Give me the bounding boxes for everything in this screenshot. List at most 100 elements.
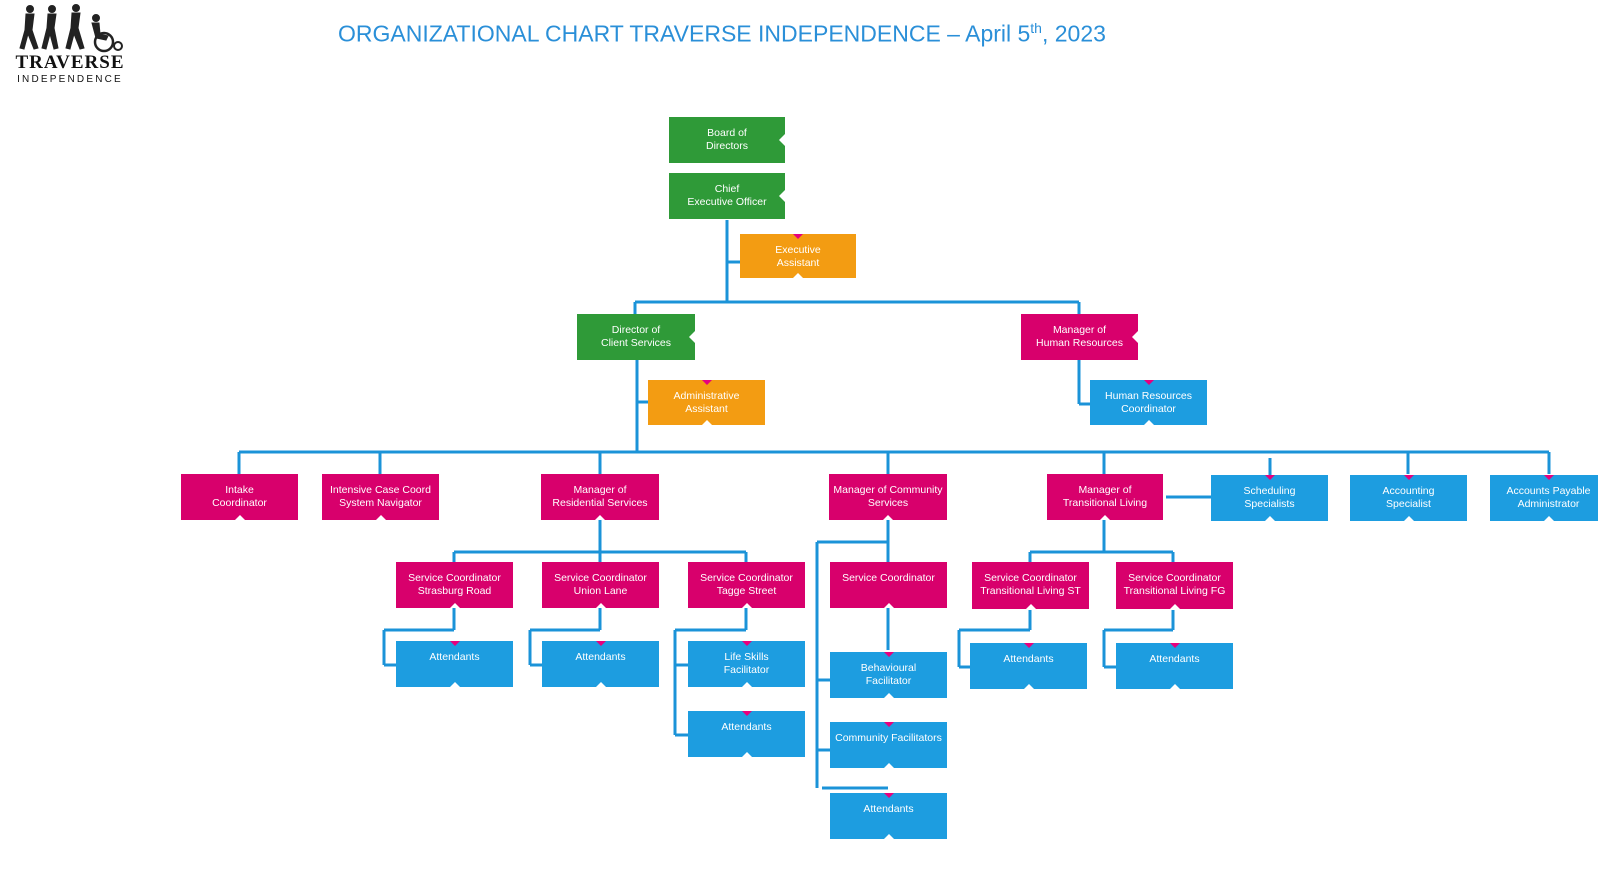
connector-notch-top-icon xyxy=(449,641,460,646)
org-node-label: Union Lane xyxy=(573,585,628,597)
connector-notch-right-icon xyxy=(689,331,695,343)
org-node-label: Manager of xyxy=(1078,484,1132,496)
connector-notch-bottom-icon xyxy=(741,603,752,608)
org-node-label: Service Coordinator xyxy=(1128,572,1221,584)
connector-notch-bottom-icon xyxy=(883,834,894,839)
org-node-label: Accounting xyxy=(1382,485,1435,497)
connector-notch-top-icon xyxy=(1023,643,1034,648)
org-node-comm-fac: Community Facilitators xyxy=(830,722,947,768)
org-node-label: Attendants xyxy=(1003,653,1054,665)
title-superscript: th xyxy=(1030,20,1042,36)
org-node-label: Intake xyxy=(225,484,254,496)
title-main: ORGANIZATIONAL CHART TRAVERSE INDEPENDEN… xyxy=(338,20,1031,47)
org-node-label: Transitional Living FG xyxy=(1123,585,1226,597)
logo-figures-icon xyxy=(19,4,123,53)
org-node-label: Attendants xyxy=(1149,653,1200,665)
org-node-label: Specialist xyxy=(1386,498,1431,510)
org-node-att-tagge: Attendants xyxy=(688,711,805,757)
connector-notch-bottom-icon xyxy=(883,763,894,768)
connector-notch-bottom-icon xyxy=(1023,684,1034,689)
connector-notch-bottom-icon xyxy=(883,693,894,698)
connector-notch-bottom-icon xyxy=(883,515,893,520)
org-node-att-stras: Attendants xyxy=(396,641,513,687)
connector-notch-top-icon xyxy=(701,380,712,385)
connector-notch-bottom-icon xyxy=(595,515,605,520)
connector-notch-top-icon xyxy=(1403,475,1414,480)
org-node-label: Manager of xyxy=(1052,324,1107,336)
connector-notch-top-icon xyxy=(793,234,803,239)
org-node-label: Attendants xyxy=(575,651,626,663)
org-node-label: Facilitator xyxy=(723,664,770,676)
connector-notch-bottom-icon xyxy=(1169,684,1180,689)
org-node-label: Residential Services xyxy=(552,497,648,509)
org-node-att-union: Attendants xyxy=(542,641,659,687)
org-node-label: Attendants xyxy=(429,651,480,663)
connector-notch-top-icon xyxy=(595,641,606,646)
connector-notch-bottom-icon xyxy=(1100,515,1110,520)
connector-notch-right-icon xyxy=(779,134,785,146)
org-node-label: Transitional Living ST xyxy=(980,585,1081,597)
org-node-label: Administrative xyxy=(673,390,740,402)
connector-notch-bottom-icon xyxy=(1264,516,1275,521)
org-node-label: Intensive Case Coord xyxy=(330,484,431,496)
connector-notch-bottom-icon xyxy=(595,682,606,687)
connector-notch-bottom-icon xyxy=(595,603,606,608)
org-node-label: Service Coordinator xyxy=(554,572,647,584)
org-node-label: Attendants xyxy=(863,803,914,815)
connector-notch-bottom-icon xyxy=(1143,420,1154,425)
connector-notch-bottom-icon xyxy=(449,603,460,608)
org-node-att-comm: Attendants xyxy=(830,793,947,839)
org-node-label: Coordinator xyxy=(212,497,267,509)
connector-notch-bottom-icon xyxy=(375,515,386,520)
org-node-label: Assistant xyxy=(776,257,820,269)
org-node-label: Client Services xyxy=(600,337,672,349)
org-node-label: Facilitator xyxy=(865,675,912,687)
org-node-label: Services xyxy=(867,497,909,509)
connector-notch-right-icon xyxy=(1132,331,1138,343)
org-node-label: Chief xyxy=(714,183,740,195)
org-node-label: Directors xyxy=(705,140,748,152)
org-node-label: Life Skills xyxy=(724,651,769,663)
org-node-label: Community Facilitators xyxy=(835,732,942,744)
org-node-label: Administrator xyxy=(1517,498,1580,510)
title-tail: , 2023 xyxy=(1041,20,1106,47)
connector-notch-top-icon xyxy=(883,652,894,657)
org-node-label: Service Coordinator xyxy=(842,572,935,584)
org-node-label: Service Coordinator xyxy=(700,572,793,584)
org-node-label: Executive Officer xyxy=(687,196,767,208)
org-node-label: Manager of xyxy=(573,484,627,496)
org-node-label: Manager of Community xyxy=(833,484,943,496)
connector-notch-bottom-icon xyxy=(1169,604,1180,609)
org-node-label: Tagge Street xyxy=(716,585,777,597)
connector-notch-bottom-icon xyxy=(1025,604,1036,609)
connector-notch-bottom-icon xyxy=(234,515,245,520)
org-node-label: Executive xyxy=(775,244,821,256)
connector-notch-top-icon xyxy=(1543,475,1554,480)
connector-notch-top-icon xyxy=(883,793,894,798)
connector-notch-top-icon xyxy=(741,641,752,646)
logo-subtitle: INDEPENDENCE xyxy=(17,74,123,85)
connector-notch-top-icon xyxy=(1143,380,1154,385)
connector-notch-bottom-icon xyxy=(741,752,752,757)
connector-notch-top-icon xyxy=(741,711,752,716)
connector-notch-bottom-icon xyxy=(741,682,752,687)
org-node-label: Service Coordinator xyxy=(984,572,1077,584)
